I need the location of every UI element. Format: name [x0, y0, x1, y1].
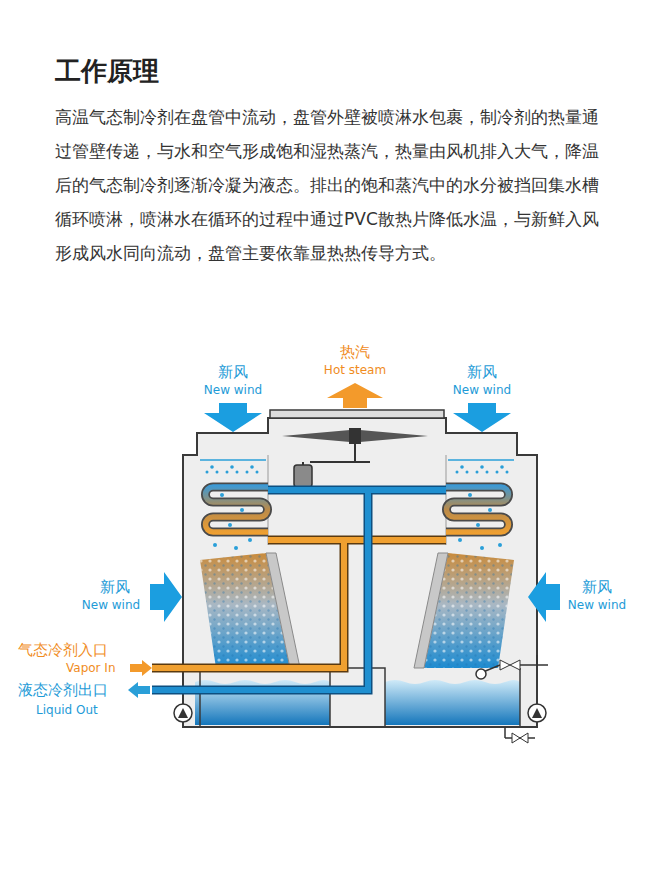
- air-label: 新风: [582, 578, 612, 596]
- air-label: 新风: [467, 363, 497, 381]
- air-label: New wind: [82, 598, 140, 612]
- inlet-label: 气态冷剂入口: [18, 641, 108, 659]
- description: 高温气态制冷剂在盘管中流动，盘管外壁被喷淋水包裹，制冷剂的热量通过管壁传递，与水…: [55, 100, 603, 270]
- refrigerant-pipes: [152, 490, 446, 690]
- basins: [195, 668, 520, 727]
- air-label: New wind: [204, 383, 262, 397]
- air-label: 新风: [100, 578, 130, 596]
- air-label: 新风: [218, 363, 248, 381]
- hot-steam-label: Hot steam: [324, 363, 386, 377]
- air-label: New wind: [453, 383, 511, 397]
- housing: [183, 410, 537, 727]
- air-arrows: [150, 383, 560, 622]
- air-label: New wind: [568, 598, 626, 612]
- inlet-label: Vapor In: [66, 661, 115, 675]
- hot-steam-label: 热汽: [340, 343, 370, 361]
- outlet-label: 液态冷剂出口: [18, 681, 108, 699]
- outlet-label: Liquid Out: [36, 703, 98, 717]
- pipe-arrows: [128, 660, 152, 698]
- fan: [282, 428, 428, 487]
- heading: 工作原理: [55, 56, 159, 87]
- fill-packs: [200, 553, 514, 668]
- spray-nozzles: [200, 460, 514, 474]
- pumps-valves: [174, 655, 548, 743]
